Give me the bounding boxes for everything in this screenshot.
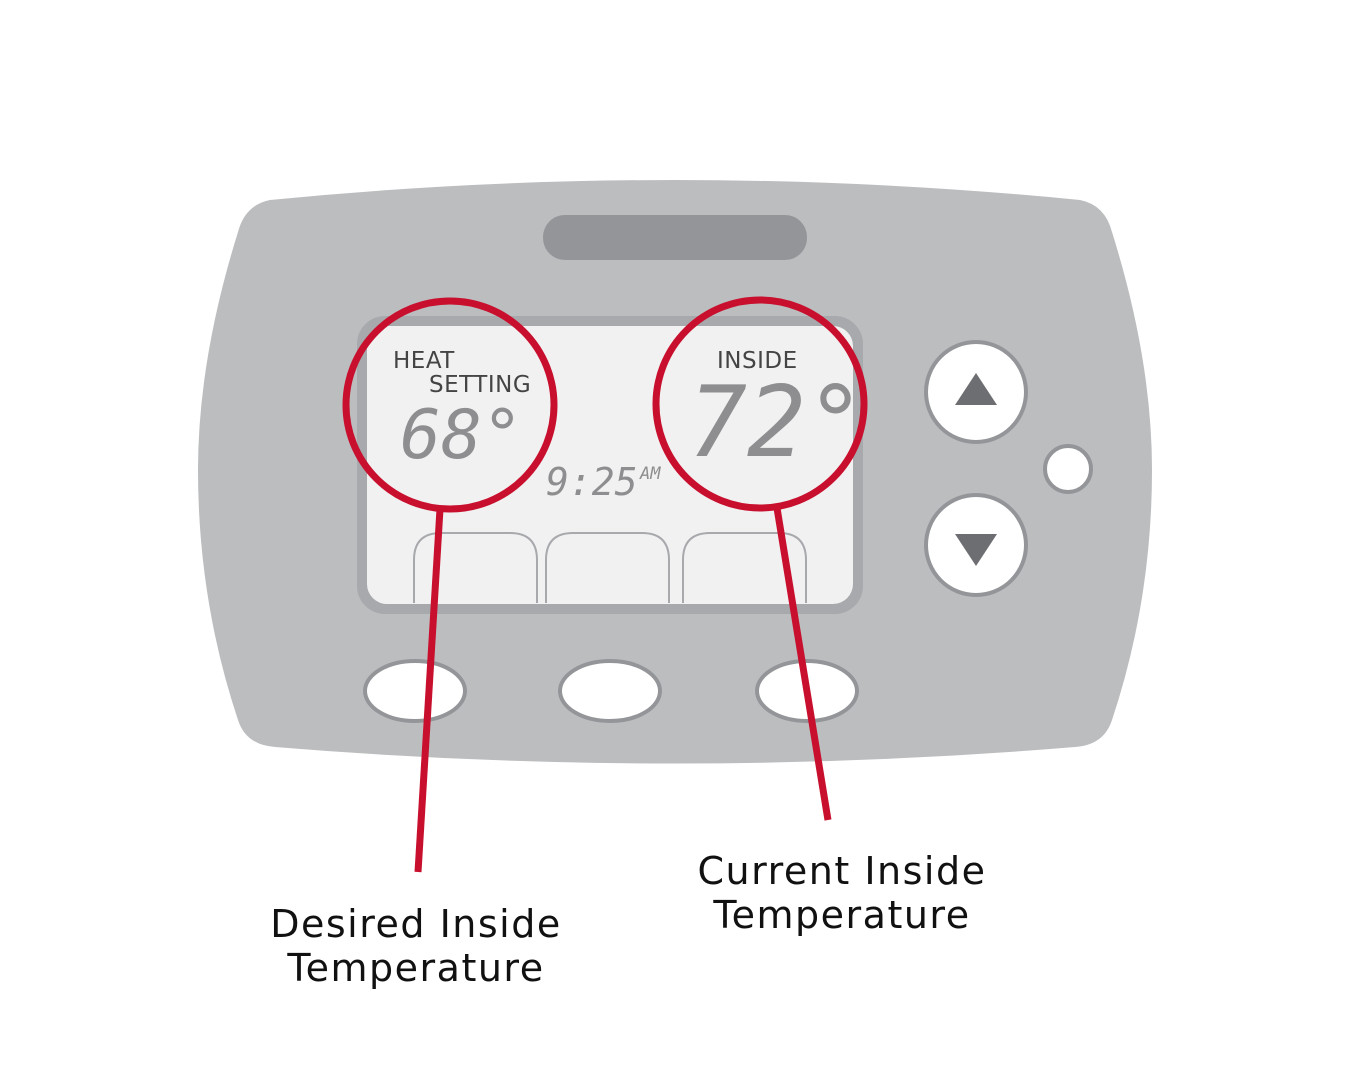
current-caption-line1: Current Inside	[697, 849, 987, 893]
small-round-button[interactable]	[1043, 444, 1093, 494]
inside-temp-highlight-circle	[652, 296, 868, 512]
current-temperature-caption: Current Inside Temperature	[632, 849, 1052, 937]
time-display: 9:25	[546, 460, 638, 504]
triangle-down-icon	[955, 534, 997, 566]
heat-setting-value: 68°	[400, 396, 523, 475]
bottom-button-center[interactable]	[558, 659, 662, 723]
current-caption-line2: Temperature	[713, 893, 971, 937]
heat-label-line2: SETTING	[429, 372, 532, 398]
desired-caption-line1: Desired Inside	[270, 902, 562, 946]
triangle-up-icon	[955, 373, 997, 405]
current-leader-line	[773, 507, 832, 821]
screen-softkey-1	[413, 532, 538, 603]
screen-softkey-2	[545, 532, 670, 603]
inside-temperature-value: 72°	[688, 366, 866, 480]
desired-leader-line	[414, 508, 444, 873]
desired-temperature-caption: Desired Inside Temperature	[206, 902, 626, 990]
heat-label-line1: HEAT	[393, 348, 455, 374]
up-button[interactable]	[924, 340, 1028, 444]
meridiem-display: AM	[640, 464, 661, 484]
down-button[interactable]	[924, 493, 1028, 597]
inside-label: INSIDE	[717, 348, 798, 374]
top-slot	[543, 215, 807, 260]
heat-setting-highlight-circle	[342, 297, 558, 513]
lcd-screen	[367, 326, 853, 604]
bottom-button-left[interactable]	[363, 659, 467, 723]
desired-caption-line2: Temperature	[287, 946, 545, 990]
screen-softkey-3	[682, 532, 807, 603]
